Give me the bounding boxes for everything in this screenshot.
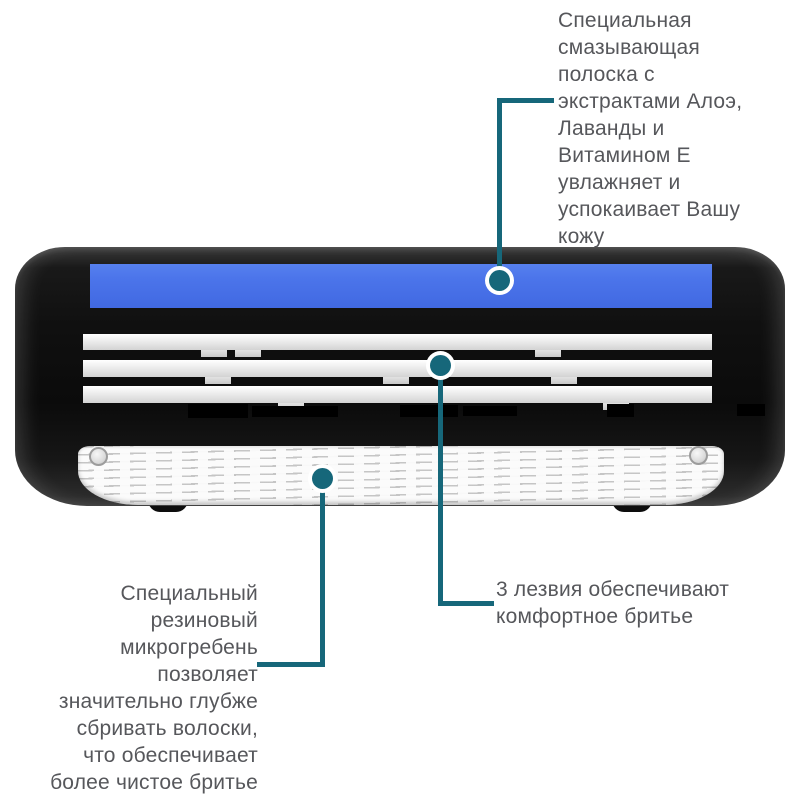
callout-line-microcomb [257, 662, 325, 667]
annotation-blades: 3 лезвия обеспечивают комфортное бритье [496, 578, 730, 628]
razor-cartridge-body [15, 247, 785, 506]
blade-tooth [535, 350, 561, 357]
blade-tooth [551, 377, 577, 384]
vent-slot [607, 404, 634, 417]
vent-slot [188, 404, 248, 418]
callout-line-blades [438, 368, 443, 606]
callout-dot-microcomb [308, 464, 337, 493]
lubricating-strip [90, 264, 712, 308]
rivet-left [89, 447, 108, 466]
annotation-lubricating-strip: Специальная смазывающая полоска с экстра… [558, 9, 743, 248]
callout-dot-core [489, 270, 510, 291]
callout-line-lubricating-strip [497, 98, 502, 269]
blade-tooth [205, 377, 231, 384]
callout-dot-lubricating-strip [485, 266, 514, 295]
annotation-microcomb: Специальный резиновый микрогребень позво… [50, 582, 258, 794]
vent-slot [463, 406, 517, 416]
blade-tooth [383, 377, 409, 384]
callout-dot-blades [426, 351, 455, 380]
vent-slot [400, 405, 458, 417]
blade-strip-3 [83, 386, 712, 410]
rivet-right [689, 446, 708, 465]
callout-line-microcomb [320, 480, 325, 667]
callout-line-lubricating-strip [497, 98, 554, 103]
blade-tooth [201, 350, 227, 357]
microcomb-strip [78, 446, 724, 505]
vent-slot [252, 406, 338, 417]
vent-slot [737, 404, 765, 416]
blade-strip-1 [83, 334, 712, 357]
blade-strip-2 [83, 360, 712, 384]
callout-dot-core [430, 355, 451, 376]
callout-line-blades [438, 601, 494, 606]
blade-tooth [235, 350, 261, 357]
callout-dot-core [312, 468, 333, 489]
